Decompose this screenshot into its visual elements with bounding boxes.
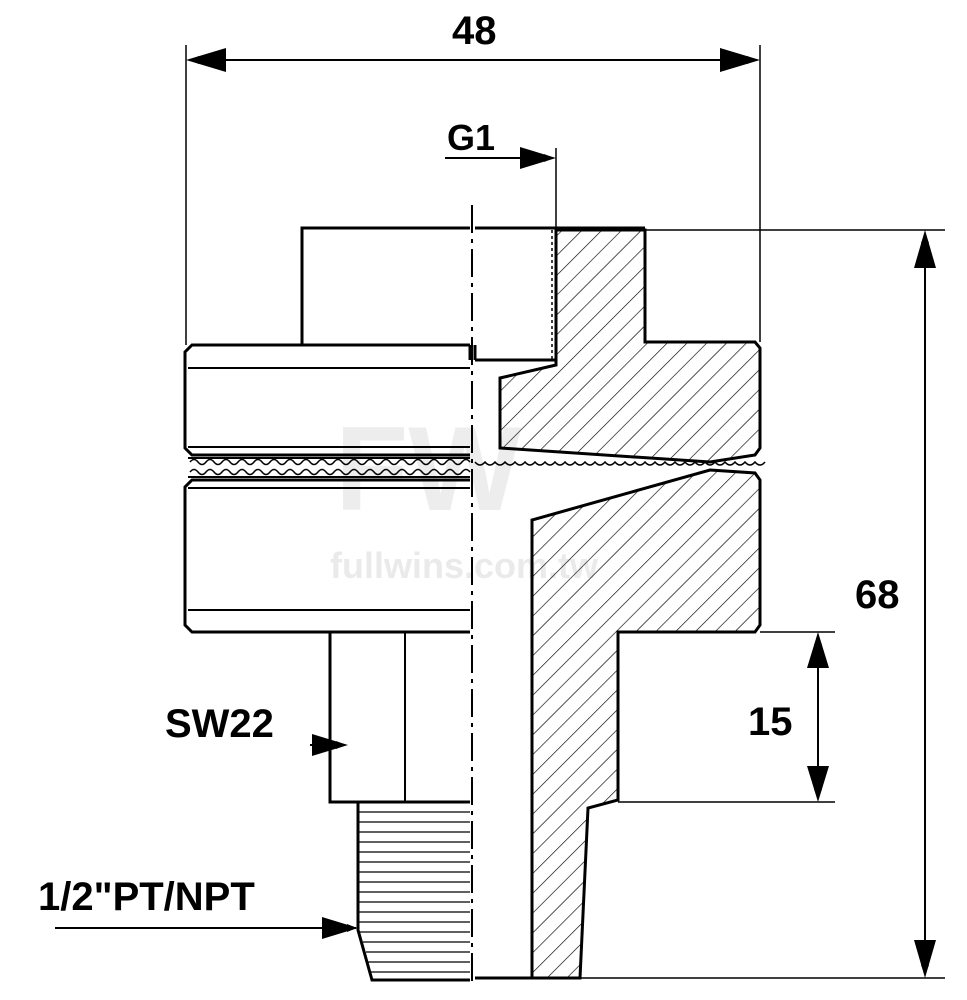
body-bands xyxy=(188,367,470,611)
body-section xyxy=(530,468,762,980)
nut-section xyxy=(498,228,762,464)
union-body-upper xyxy=(183,343,470,457)
right-section-view xyxy=(498,228,762,980)
dim-thread-g: G1 xyxy=(447,117,495,158)
dim-hex-length: 15 xyxy=(748,700,793,744)
dim-wrench-size: SW22 xyxy=(165,702,274,746)
dim-overall-height: 68 xyxy=(855,573,900,617)
union-body-lower xyxy=(183,478,470,634)
bore-lines xyxy=(473,226,766,980)
left-external-view xyxy=(183,226,472,982)
watermark-logo: FW xyxy=(335,402,522,536)
threaded-tip-outline xyxy=(356,800,470,982)
hex-outline xyxy=(328,630,470,804)
dim-bottom-thread: 1/2"PT/NPT xyxy=(38,875,255,919)
top-nut-outline xyxy=(300,226,470,347)
dim-overall-width: 48 xyxy=(452,9,497,53)
arrowheads xyxy=(186,48,936,978)
gasket-band xyxy=(188,457,471,478)
thread-teeth xyxy=(358,811,470,973)
